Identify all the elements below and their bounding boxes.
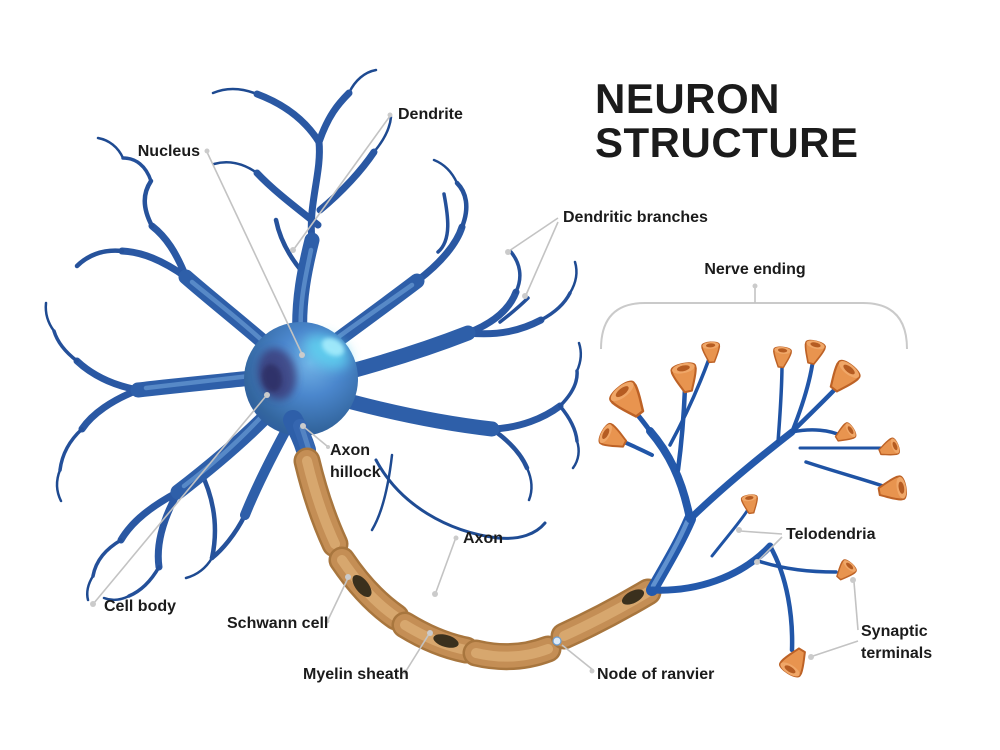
synaptic-terminal xyxy=(595,421,631,455)
nucleolus-spot xyxy=(261,364,283,392)
axon xyxy=(283,410,655,657)
synaptic-terminal xyxy=(776,643,813,681)
synaptic-terminal xyxy=(800,337,827,367)
label-synaptic-terminals-line2: terminals xyxy=(861,645,932,662)
diagram-labels: NEURON STRUCTURE Nucleus Dendrite Dendri… xyxy=(104,75,932,683)
synaptic-terminal xyxy=(876,436,902,461)
synaptic-terminal xyxy=(771,345,793,369)
label-telodendria: Telodendria xyxy=(786,526,876,543)
dendritic-tree xyxy=(44,68,582,602)
label-schwann-cell: Schwann cell xyxy=(227,615,328,632)
label-axon-hillock-line2: hillock xyxy=(330,464,381,481)
label-myelin-sheath: Myelin sheath xyxy=(303,666,409,683)
label-dendrite: Dendrite xyxy=(398,106,463,123)
node-of-ranvier-gap xyxy=(552,636,562,646)
nerve-ending-tree xyxy=(595,337,909,681)
nerve-ending-bracket xyxy=(600,302,908,350)
label-nerve-ending: Nerve ending xyxy=(704,261,805,278)
cell-body-soma xyxy=(244,322,358,436)
synaptic-terminal xyxy=(701,340,722,364)
myelin-sheath xyxy=(307,461,648,657)
label-axon-hillock-line1: Axon xyxy=(330,442,370,459)
label-synaptic-terminals-line1: Synaptic xyxy=(861,623,928,640)
annotation-leaders xyxy=(90,112,908,675)
label-node-of-ranvier: Node of ranvier xyxy=(597,666,714,683)
synaptic-terminal xyxy=(822,356,864,398)
diagram-title-line1: NEURON xyxy=(595,75,780,122)
label-cell-body: Cell body xyxy=(104,598,176,615)
label-nucleus: Nucleus xyxy=(138,143,200,160)
diagram-title-line2: STRUCTURE xyxy=(595,119,859,166)
schwann-cell-nucleus xyxy=(621,589,645,605)
synaptic-terminal xyxy=(740,493,760,515)
synaptic-terminal xyxy=(606,376,653,424)
soma-highlight-bright xyxy=(321,337,345,357)
label-axon: Axon xyxy=(463,530,503,547)
label-dendritic-branches: Dendritic branches xyxy=(563,209,708,226)
schwann-cell-nucleus xyxy=(352,575,372,597)
schwann-cell-nucleus xyxy=(433,634,459,648)
synaptic-terminal xyxy=(876,474,909,504)
